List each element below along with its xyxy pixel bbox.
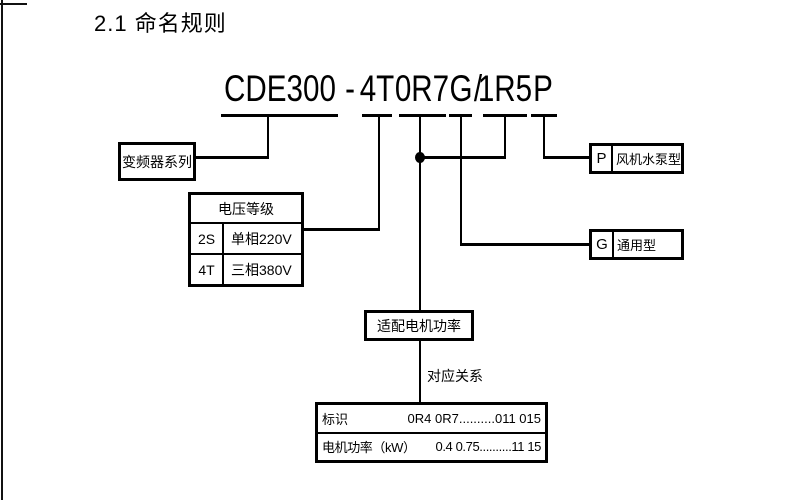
general-type-label: 通用型 — [617, 238, 657, 253]
connector-p-horizontal — [543, 156, 589, 159]
connector-voltage-horizontal — [302, 228, 380, 231]
table-row: 4T 三相380V — [191, 255, 301, 284]
voltage-code: 2S — [191, 224, 224, 253]
model-segment-series: CDE300 — [224, 68, 336, 109]
underline-type-p — [531, 114, 557, 117]
table-row: 2S 单相220V — [191, 224, 301, 255]
connector-series-horizontal — [196, 156, 269, 159]
junction-dot — [415, 152, 425, 163]
connector-power-vertical-upper — [419, 117, 421, 310]
section-title: 2.1 命名规则 — [94, 11, 227, 36]
general-type-box: G 通用型 — [589, 229, 684, 260]
pump-type-box: P 风机水泵型 — [589, 143, 684, 174]
underline-type-g — [449, 114, 472, 117]
connector-g-horizontal — [460, 243, 589, 246]
connector-power2-vertical — [504, 117, 506, 159]
voltage-code: 4T — [191, 255, 224, 284]
model-segment-type-p: P — [533, 68, 553, 109]
page-top-border — [0, 3, 27, 5]
table-row: 电机功率（kW） 0.4 0.75..........11 15 — [318, 434, 545, 461]
adapted-power-label: 适配电机功率 — [377, 317, 461, 334]
model-segment-dash: - — [345, 68, 355, 109]
connector-p-vertical — [543, 117, 545, 159]
power-row-label: 标识 — [322, 411, 349, 427]
connector-power-junction-horizontal — [419, 156, 506, 159]
voltage-table-header: 电压等级 — [191, 195, 301, 224]
voltage-desc: 三相380V — [231, 261, 292, 278]
connector-series-vertical — [267, 117, 269, 159]
table-row: 标识 0R4 0R7..........011 015 — [318, 405, 545, 434]
model-segment-slash: / — [473, 68, 483, 109]
inverter-series-label: 变频器系列 — [122, 153, 192, 170]
voltage-desc: 单相220V — [231, 230, 292, 247]
page-left-border — [1, 0, 3, 500]
model-segment-power2: 1R5 — [477, 68, 533, 109]
general-type-code: G — [592, 232, 614, 257]
underline-voltage — [362, 114, 392, 117]
connector-g-vertical — [460, 117, 462, 246]
pump-type-label: 风机水泵型 — [615, 152, 681, 167]
inverter-series-box: 变频器系列 — [118, 142, 196, 181]
power-table: 标识 0R4 0R7..........011 015 电机功率（kW） 0.4… — [315, 402, 548, 463]
connector-power-vertical-lower — [419, 341, 421, 402]
model-segment-voltage: 4T — [359, 68, 395, 109]
power-row-values: 0.4 0.75..........11 15 — [435, 439, 542, 455]
voltage-table: 电压等级 2S 单相220V 4T 三相380V — [188, 192, 304, 287]
pump-type-code: P — [592, 146, 613, 171]
underline-power — [399, 114, 446, 117]
power-row-label: 电机功率（kW） — [322, 440, 416, 456]
underline-power2 — [483, 114, 527, 117]
underline-series — [221, 114, 338, 117]
adapted-power-box: 适配电机功率 — [364, 310, 474, 341]
model-segment-type-g: G — [449, 68, 473, 109]
relation-label: 对应关系 — [427, 368, 483, 384]
power-row-values: 0R4 0R7..........011 015 — [407, 410, 541, 426]
connector-voltage-vertical — [378, 117, 380, 231]
model-segment-power: 0R7 — [394, 68, 450, 109]
